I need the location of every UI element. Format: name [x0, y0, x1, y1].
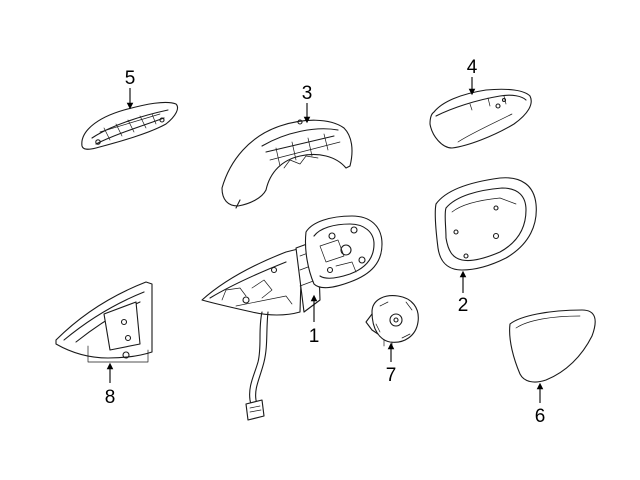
callout-6: 6 [535, 382, 546, 427]
part-7-mirror-motor[interactable] [365, 295, 419, 349]
part-2-housing-frame[interactable] [434, 177, 537, 271]
callout-8-number: 8 [105, 387, 116, 408]
callout-1: 1 [309, 294, 320, 347]
part-5-turn-signal-lamp[interactable] [81, 101, 179, 150]
callout-3: 3 [302, 83, 313, 124]
part-3-mirror-cover[interactable] [221, 119, 353, 209]
part-8-base-trim[interactable] [55, 281, 153, 363]
callout-5: 5 [125, 68, 136, 110]
callout-1-number: 1 [309, 326, 320, 347]
callout-5-number: 5 [125, 68, 136, 89]
callout-3-number: 3 [302, 83, 313, 104]
callout-6-number: 6 [535, 406, 546, 427]
callout-7: 7 [386, 342, 397, 386]
callout-2-number: 2 [458, 295, 469, 316]
callout-8: 8 [105, 362, 116, 408]
part-6-mirror-glass[interactable] [509, 309, 596, 383]
part-1-mirror-assembly[interactable] [201, 215, 383, 421]
callout-4-number: 4 [467, 57, 478, 78]
part-4-mirror-cover-cap[interactable] [429, 88, 532, 149]
callout-4: 4 [467, 57, 478, 96]
callout-7-number: 7 [386, 365, 397, 386]
callout-2: 2 [458, 270, 469, 316]
